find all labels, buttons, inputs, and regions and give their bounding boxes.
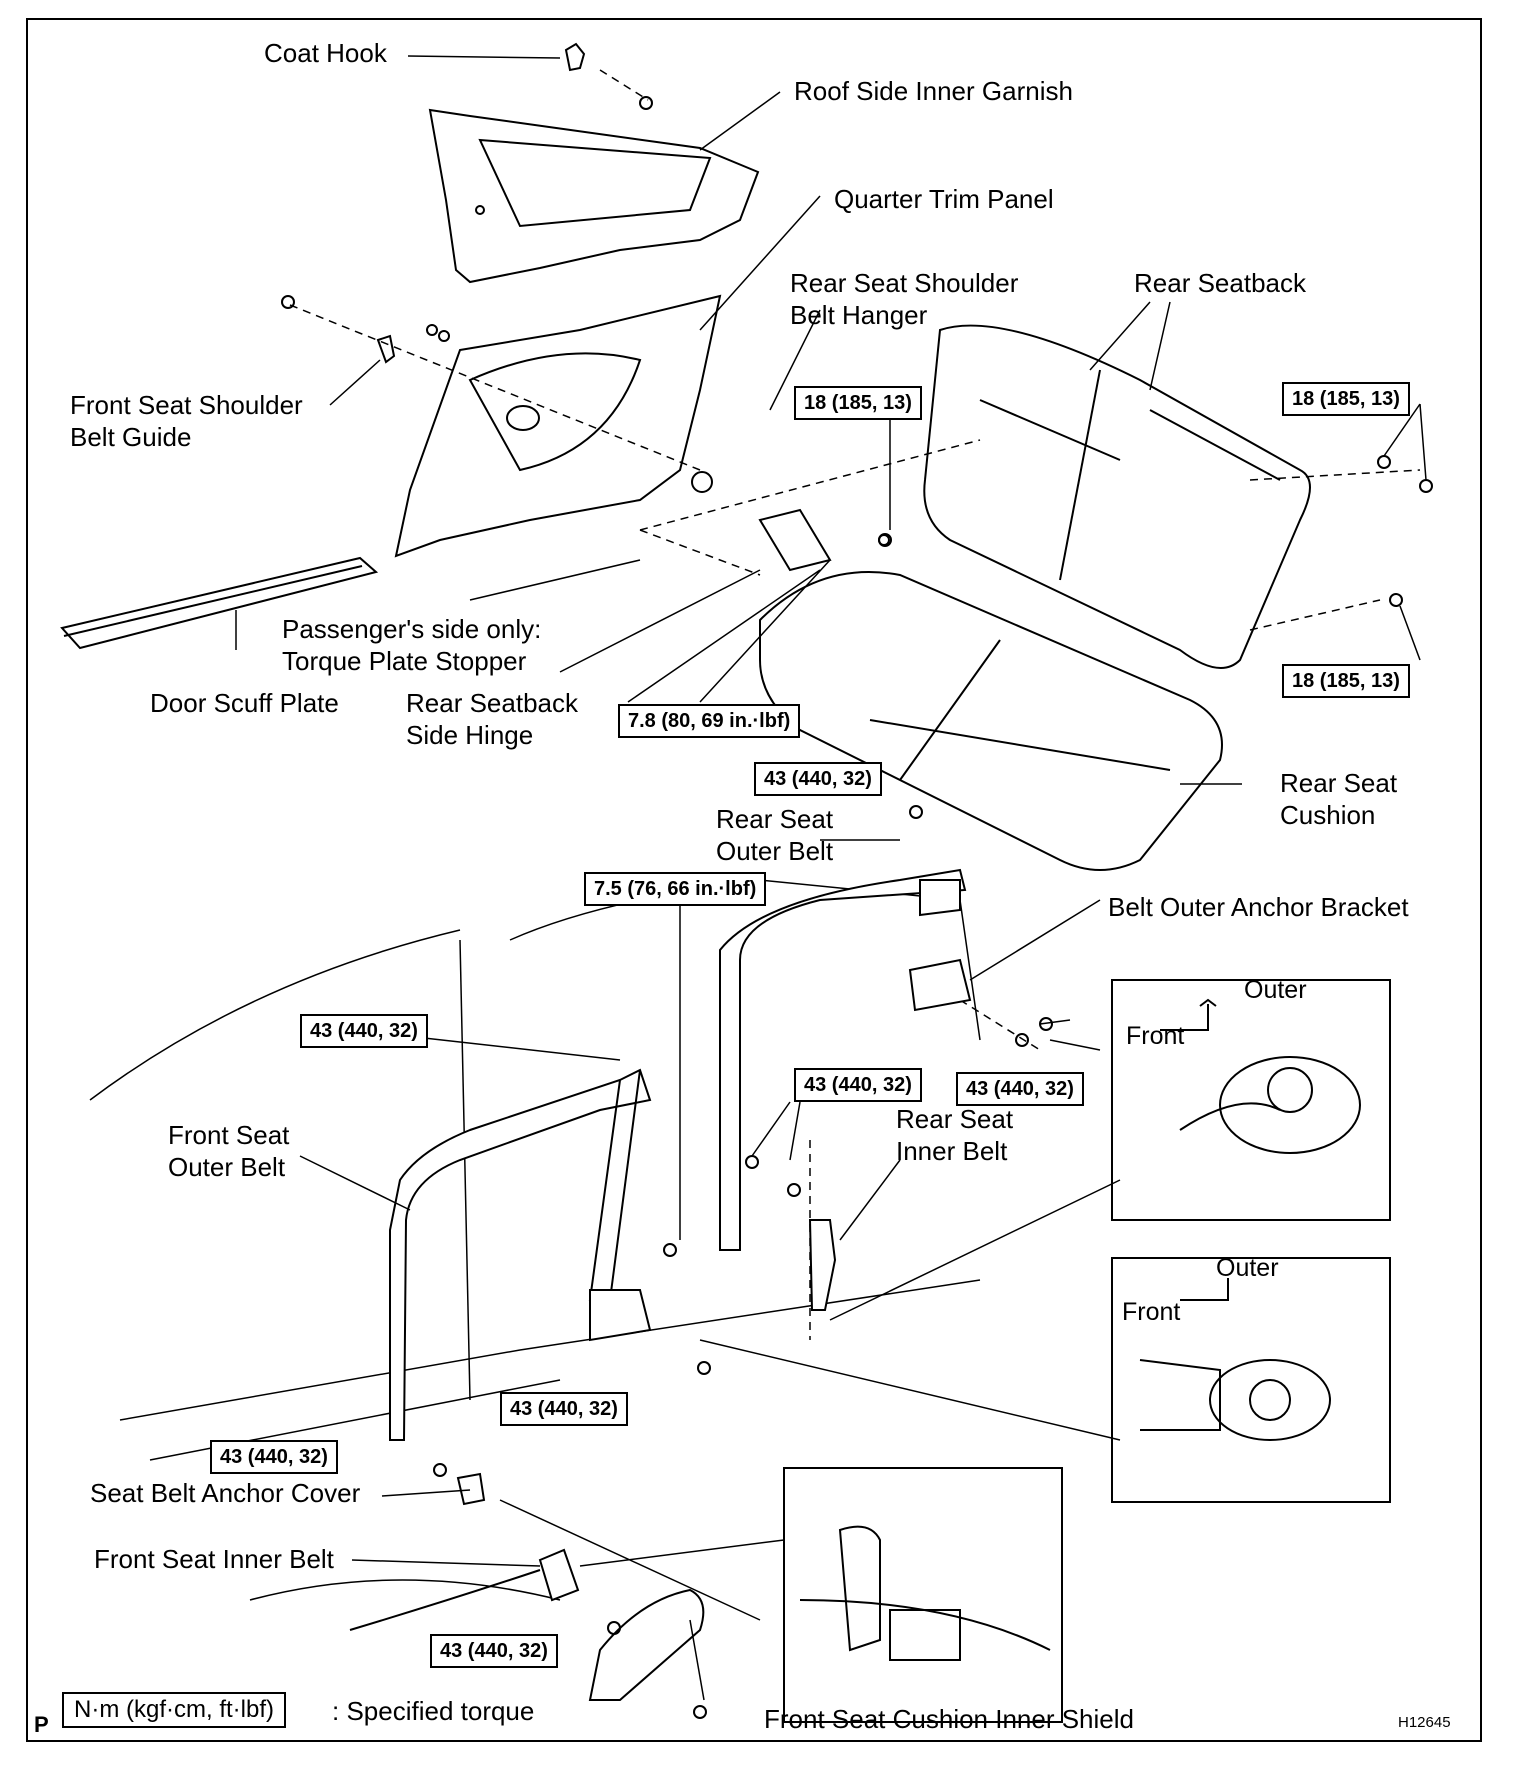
label-rear-seat-outer-belt-1: Rear Seat [716, 804, 834, 834]
rear-seat-outer-belt-part [719, 868, 967, 1251]
label-front-seat-outer-belt-1: Front Seat [168, 1120, 290, 1150]
leader-lines [235, 55, 1427, 1701]
torque-unit-legend: N·m (kgf·cm, ft·lbf) [62, 1692, 286, 1728]
rear-seatback-side-hinge-part [758, 508, 892, 572]
door-scuff-plate-part [60, 556, 379, 650]
front-seat-inner-belt-part [349, 1548, 580, 1631]
torque-box-18-seatback-upper: 18 (185, 13) [1282, 382, 1410, 416]
inset-bottom-frame [1111, 1257, 1391, 1503]
label-belt-outer-anchor-bracket: Belt Outer Anchor Bracket [1108, 892, 1409, 922]
torque-box-18-seatback-lower: 18 (185, 13) [1282, 664, 1410, 698]
coat-hook-part [564, 42, 653, 110]
label-passenger-side-only-2: Torque Plate Stopper [282, 646, 527, 676]
torque-box-43-front-outer-upper: 43 (440, 32) [300, 1014, 428, 1048]
inset-top-frame [1111, 979, 1391, 1221]
front-seat-outer-belt-part [389, 1068, 652, 1441]
figure-code: H12645 [1398, 1714, 1451, 1731]
label-front-seat-inner-belt: Front Seat Inner Belt [94, 1544, 334, 1574]
torque-box-43-rear-inner: 43 (440, 32) [794, 1068, 922, 1102]
label-rear-seat-shoulder-belt-hanger-1: Rear Seat Shoulder [790, 268, 1019, 298]
inset-shield-detail [799, 1525, 1051, 1661]
label-rear-seatback-side-hinge-2: Side Hinge [406, 720, 534, 750]
torque-box-7-5: 7.5 (76, 66 in.·lbf) [584, 872, 767, 906]
label-rear-seat-inner-belt-1: Rear Seat [896, 1104, 1014, 1134]
label-rear-seat-cushion-1: Rear Seat [1280, 768, 1398, 798]
torque-box-43-rear-outer-upper: 43 (440, 32) [754, 762, 882, 796]
torque-box-18-hinge: 18 (185, 13) [794, 386, 922, 420]
label-roof-side-inner-garnish: Roof Side Inner Garnish [794, 76, 1073, 106]
torque-box-43-anchor-bracket: 43 (440, 32) [956, 1072, 1084, 1106]
label-rear-seat-cushion-2: Cushion [1280, 800, 1376, 830]
seat-belt-anchor-cover-part [456, 1472, 486, 1506]
label-coat-hook: Coat Hook [264, 38, 387, 68]
inset-top-front-label: Front [1126, 1022, 1185, 1050]
label-front-seat-outer-belt-2: Outer Belt [168, 1152, 286, 1182]
label-rear-seatback-side-hinge-1: Rear Seatback [406, 688, 578, 718]
roof-side-inner-garnish-part [428, 108, 760, 284]
label-door-scuff-plate: Door Scuff Plate [150, 688, 339, 718]
label-passenger-side-only-1: Passenger's side only: [282, 614, 542, 644]
torque-box-43-front-outer-lower: 43 (440, 32) [210, 1440, 338, 1474]
label-front-seat-shoulder-belt-guide-1: Front Seat Shoulder [70, 390, 303, 420]
front-seat-cushion-inner-shield-part [588, 1588, 705, 1701]
label-rear-seat-shoulder-belt-hanger-2: Belt Hanger [790, 300, 928, 330]
torque-box-7-8: 7.8 (80, 69 in.·lbf) [618, 704, 801, 738]
inset-bottom-front-label: Front [1122, 1298, 1181, 1326]
label-front-seat-shoulder-belt-guide-2: Belt Guide [70, 422, 192, 452]
diagram-frame [26, 18, 1482, 1742]
rear-seat-inner-belt-part [808, 1219, 837, 1311]
legend-text: : Specified torque [332, 1696, 535, 1726]
inset-top-outer-label: Outer [1244, 976, 1307, 1004]
front-seat-shoulder-belt-guide-part [281, 295, 450, 364]
torque-box-43-front-inner: 43 (440, 32) [430, 1634, 558, 1668]
label-seat-belt-anchor-cover: Seat Belt Anchor Cover [90, 1478, 361, 1508]
label-rear-seatback: Rear Seatback [1134, 268, 1306, 298]
rear-seatback-part [923, 324, 1311, 669]
label-front-seat-cushion-inner-shield: Front Seat Cushion Inner Shield [764, 1704, 1134, 1734]
label-quarter-trim-panel: Quarter Trim Panel [834, 184, 1054, 214]
label-rear-seat-outer-belt-2: Outer Belt [716, 836, 834, 866]
inset-bottom-detail [1139, 1278, 1331, 1441]
torque-box-43-floor: 43 (440, 32) [500, 1392, 628, 1426]
belt-outer-anchor-bracket-part [908, 958, 972, 1012]
inset-bottom-outer-label: Outer [1216, 1254, 1279, 1282]
page-mark: P [34, 1712, 49, 1737]
bolts [433, 455, 1433, 1719]
quarter-trim-panel-part [394, 294, 722, 558]
inset-top-detail [1160, 998, 1361, 1154]
inset-shield-frame [783, 1467, 1063, 1723]
label-rear-seat-inner-belt-2: Inner Belt [896, 1136, 1008, 1166]
